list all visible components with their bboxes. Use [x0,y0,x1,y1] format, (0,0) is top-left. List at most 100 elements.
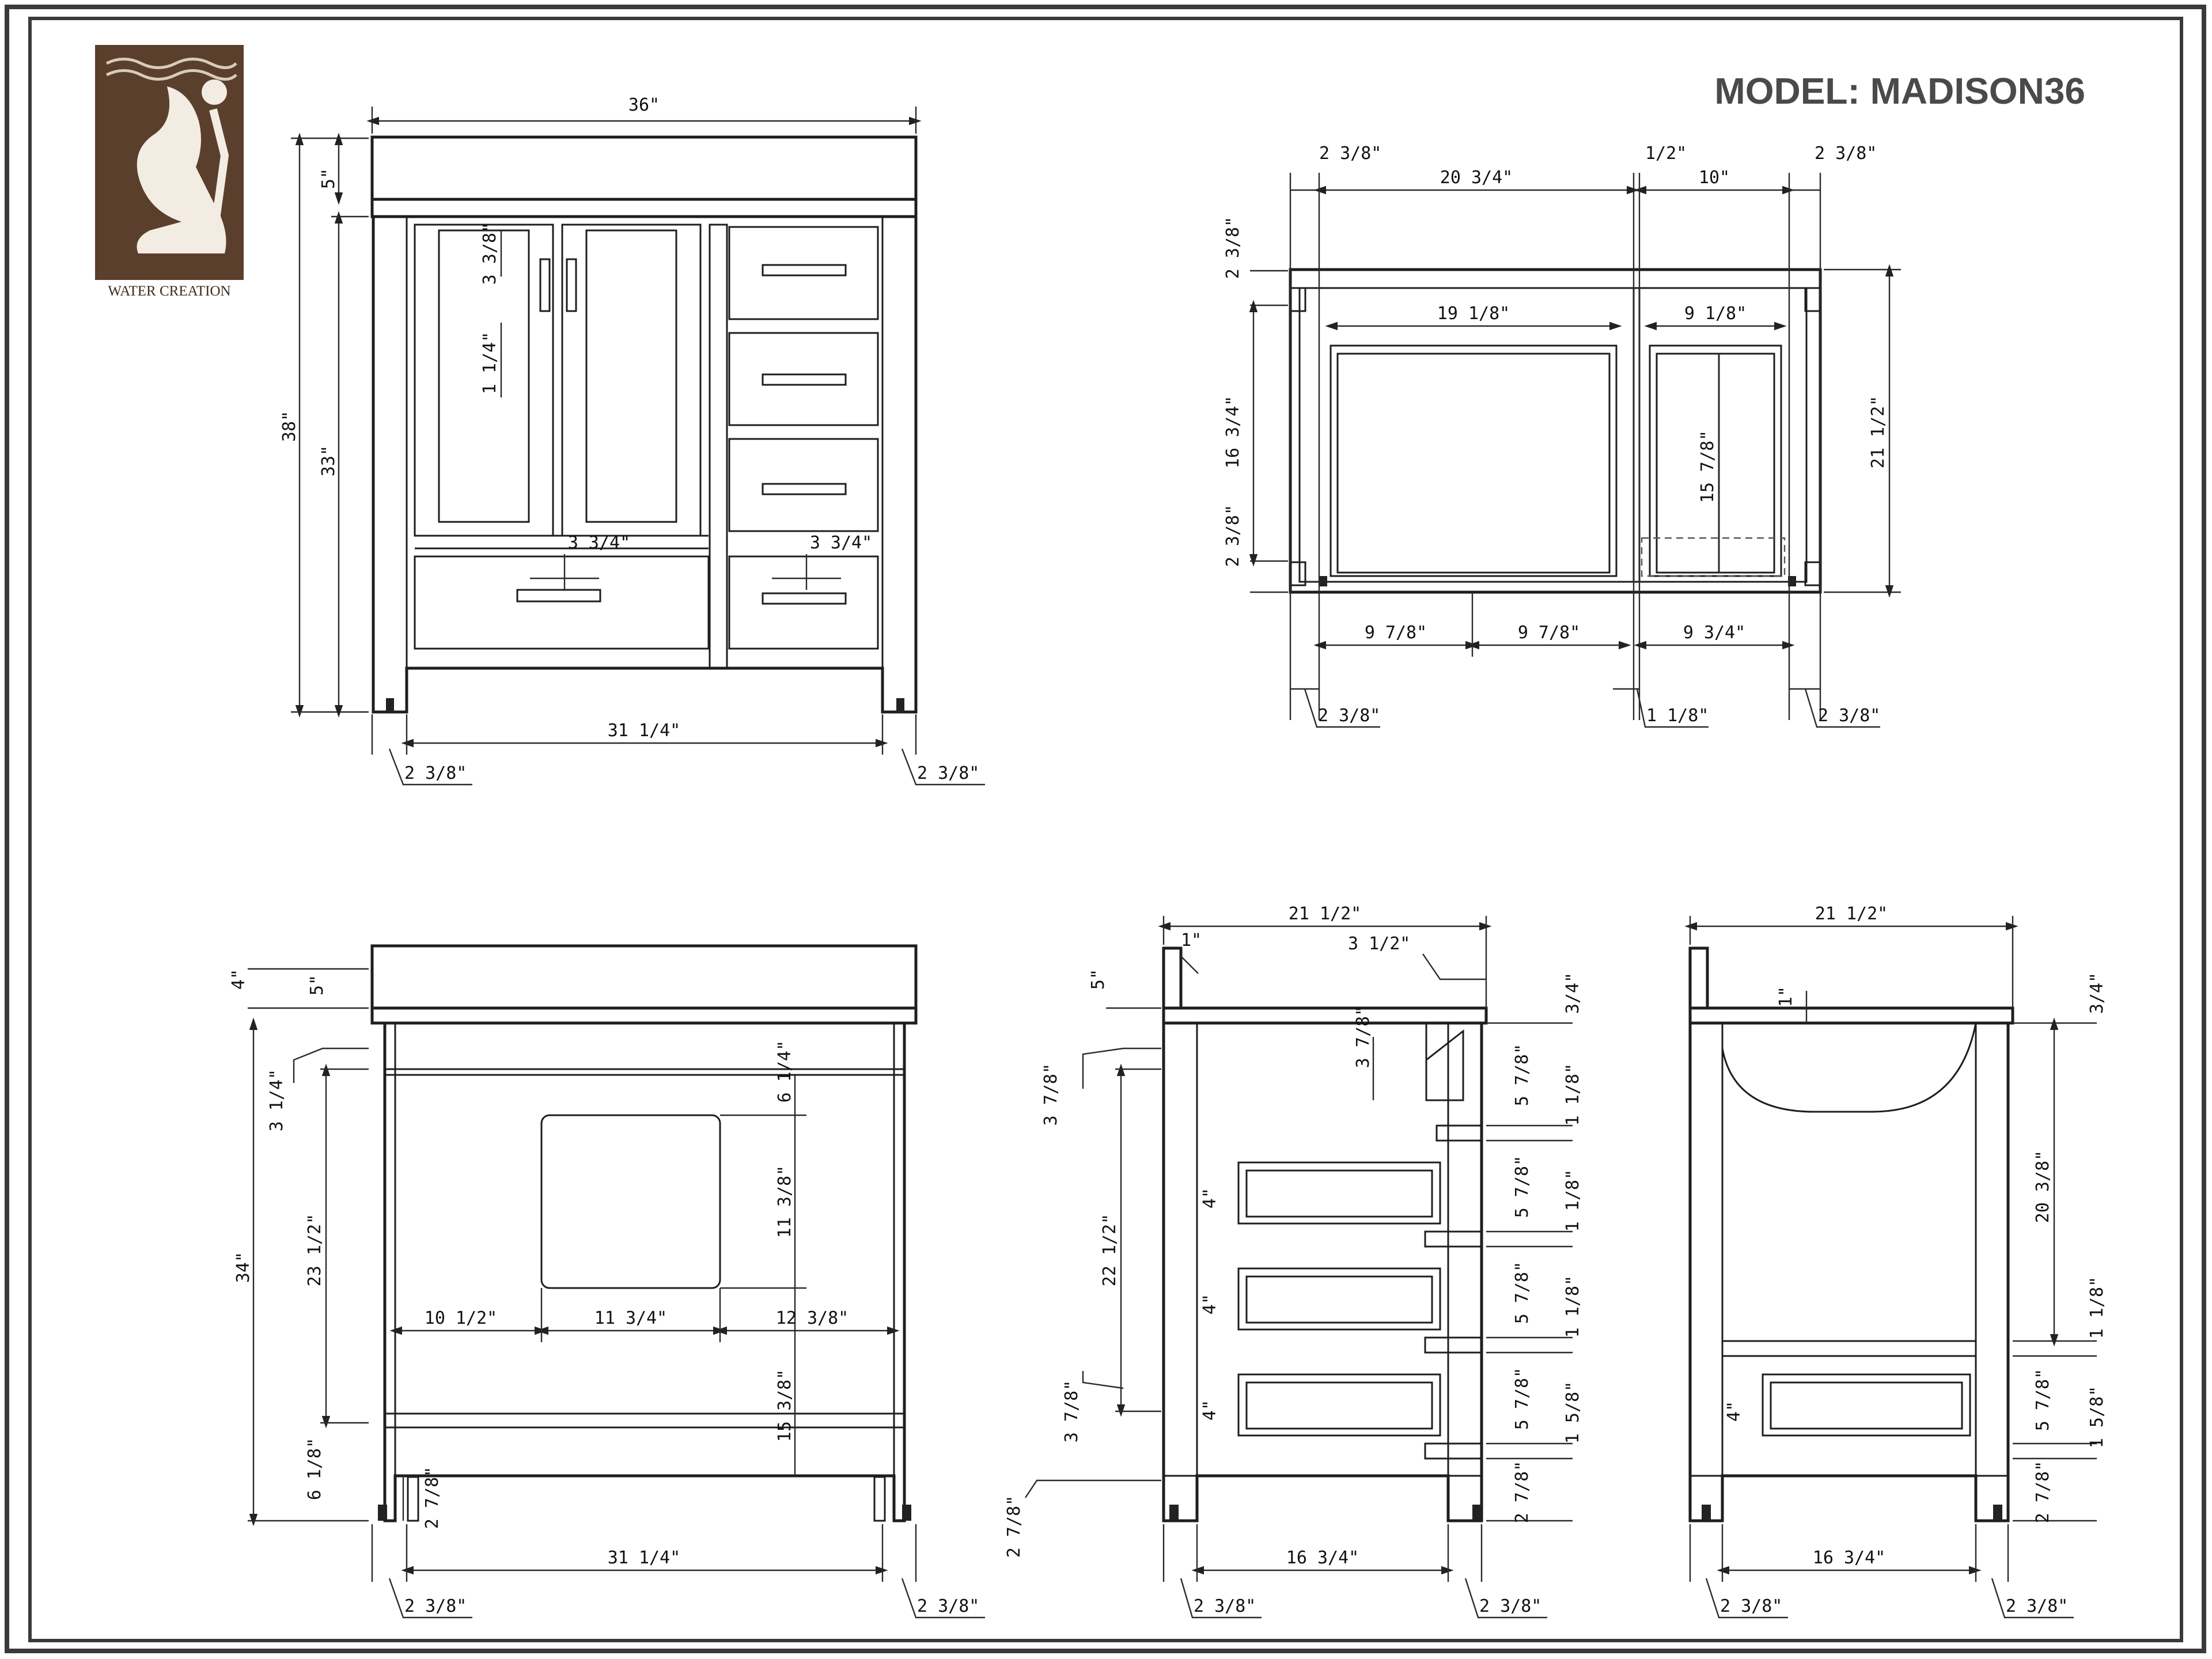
top-dim-main-width: 20 3/4" [1440,168,1513,188]
inner-frame [28,17,2183,1642]
side2-dim-leg-right: 2 3/8" [2006,1596,2068,1616]
back-dim-foot-height: 2 7/8" [422,1467,442,1529]
back-access-opening [540,1114,721,1289]
front-dim-cabinet-height: 33" [319,445,339,476]
top-dim-depth-a: 2 3/8" [1223,217,1243,279]
back-dim-top-a: 4" [229,969,249,990]
side-dim-drawer-h4: 5 7/8" [1512,1368,1532,1430]
side-dim-leg-span: 16 3/4" [1286,1548,1359,1568]
back-backsplash [370,944,918,1010]
top-view-main-cavity [1330,344,1618,577]
top-view: 2 3/8" 20 3/4" 1/2" 10" 2 3/8" 19 1/8" 9… [1223,143,1901,728]
back-dim-opening-top: 6 1/4" [775,1040,795,1103]
top-dim-foot-right: 2 3/8" [1818,706,1880,726]
back-dim-top-b: 5" [307,975,327,995]
side-dim-gap3: 1 1/8" [1563,1275,1583,1338]
top-dim-gap: 1/2" [1645,143,1687,164]
side-dim-top: 5" [1088,969,1108,990]
top-dim-depth-b: 16 3/4" [1223,396,1243,468]
back-dim-opening-below: 15 3/8" [775,1369,795,1442]
brand-logo: WATER CREATION [95,45,244,299]
door-handle-left [539,258,551,312]
side-dim-back: 1" [1181,930,1202,950]
top-dim-right-margin: 2 3/8" [1815,143,1877,164]
side-dim-gap1: 1 1/8" [1563,1063,1583,1126]
side2-dim-leg-span: 16 3/4" [1813,1548,1885,1568]
top-dim-bottom-b: 9 7/8" [1518,623,1580,643]
side-dim-drawer-depth: 4" [1200,1188,1220,1209]
drawer-pull-wide [516,589,601,603]
side-view: 21 1/2" 1" 3 1/2" 5" 3 7/8" 22 1/2" 3 7/… [1004,904,1583,1619]
front-view: 36" 38" 33" 5" 31 1/4" 2 3/8" 2 3/8" 3 3… [279,95,985,786]
front-dim-handle-b: 3 3/4" [810,533,872,553]
back-dim-opening-height: 11 3/8" [775,1165,795,1238]
side-drawer-3 [1237,1373,1441,1437]
front-drawer-1 [728,226,879,320]
top-dim-depth-c: 2 3/8" [1223,505,1243,567]
side2-dim-top-gap: 1" [1776,986,1796,1007]
front-dim-width: 36" [628,95,660,115]
side2-dim-leg-left: 2 3/8" [1720,1596,1782,1616]
back-dim-leg-span: 31 1/4" [608,1548,680,1568]
side-dim-left-mid: 22 1/2" [1100,1214,1120,1286]
side2-dim-depth: 21 1/2" [1815,904,1888,924]
side-dim-drawer-h2: 5 7/8" [1512,1156,1532,1218]
front-dim-handle-length: 1 1/4" [480,332,500,394]
front-drawer-3 [728,438,879,532]
side2-dim-top-right: 3/4" [2087,972,2107,1014]
back-dim-span-center: 11 3/4" [594,1308,667,1328]
back-view: 4" 5" 3 1/4" 34" 23 1/2" 6 1/8" 6 1/4" 1… [229,944,985,1619]
door-handle-right [566,258,577,312]
side-dim-top-right: 3/4" [1563,972,1583,1014]
side2-dim-height: 20 3/8" [2033,1150,2053,1223]
side-dim-drawer-h3: 5 7/8" [1512,1262,1532,1324]
back-dim-mid: 23 1/2" [305,1214,325,1286]
side-dim-foot: 2 7/8" [1004,1495,1024,1558]
side2-dim-drawer-height: 5 7/8" [2033,1369,2053,1431]
side2-countertop [1688,1006,2014,1025]
front-door-right [561,224,702,537]
model-title: MODEL: MADISON36 [1714,70,2085,112]
side-dim-leg-right: 2 3/8" [1479,1596,1541,1616]
side-dim-gap2: 1 1/8" [1563,1169,1583,1232]
front-dim-handle-offset: 3 3/8" [480,222,500,285]
front-dim-leg-span: 31 1/4" [608,721,680,741]
side-dim-drawer-h1: 5 7/8" [1512,1044,1532,1106]
back-dim-low: 6 1/8" [305,1438,325,1500]
top-dim-foot-mid: 1 1/8" [1646,706,1709,726]
top-dim-bottom-c: 9 3/4" [1683,623,1745,643]
side2-dim-gap: 1 1/8" [2087,1277,2107,1339]
back-dim-leg-left: 2 3/8" [404,1596,467,1616]
side-dim-sink-depth: 3 7/8" [1353,1006,1373,1068]
front-drawer-wide [414,555,710,650]
top-dim-side-width: 10" [1699,168,1730,188]
top-dim-main-inner: 19 1/8" [1437,304,1510,324]
top-dim-left-margin: 2 3/8" [1319,143,1381,164]
top-view-side-cavity [1649,344,1782,577]
front-cabinet-body [372,217,918,714]
back-dim-total: 34" [233,1252,253,1283]
back-dim-span-right: 12 3/8" [776,1308,849,1328]
back-dim-span-left: 10 1/2" [425,1308,497,1328]
back-dim-left-a: 3 1/4" [267,1069,287,1131]
side-dim-foot-right: 2 7/8" [1512,1461,1532,1523]
back-countertop [370,1006,918,1025]
side2-dim-foot: 2 7/8" [2033,1461,2053,1523]
top-dim-side-inner: 9 1/8" [1684,304,1747,324]
top-dim-side-depth: 15 7/8" [1698,430,1718,503]
side2-dim-gap2: 1 5/8" [2087,1386,2107,1448]
side-dim-sink: 3 1/2" [1348,934,1410,954]
side-countertop [1162,1006,1488,1025]
top-dim-total-depth: 21 1/2" [1868,396,1888,468]
side-rear-post [1162,1022,1198,1477]
side-dim-drawer-depth-3: 4" [1200,1400,1220,1421]
side2-dim-drawer-depth: 4" [1724,1401,1744,1422]
outer-frame [5,5,2206,1653]
side-view-sink: 21 1/2" 1" 3/4" 20 3/8" 1 1/8" 5 7/8" 1 … [1684,904,2107,1619]
side-dim-depth: 21 1/2" [1289,904,1361,924]
front-dim-leg-left: 2 3/8" [404,763,467,783]
front-dim-backsplash: 5" [319,168,339,189]
top-dim-foot-left: 2 3/8" [1318,706,1380,726]
back-cabinet-body [383,1023,906,1522]
